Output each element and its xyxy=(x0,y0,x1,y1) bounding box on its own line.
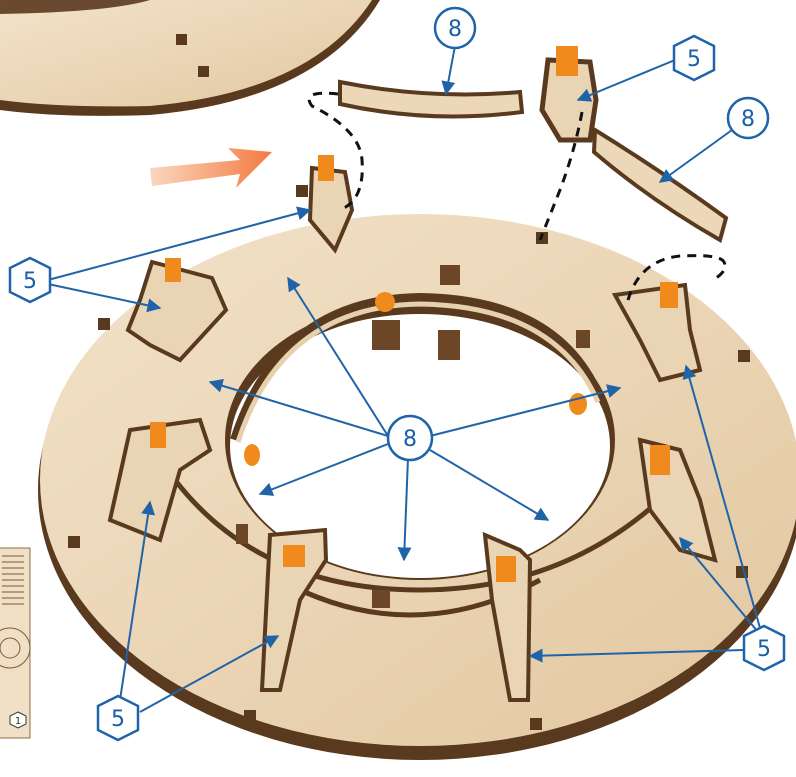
callout-8-center-label: 8 xyxy=(403,427,417,452)
parts-sheet-thumbnail: 1 xyxy=(0,547,31,739)
callout-8-right-label: 8 xyxy=(741,107,755,132)
callout-5-bottom-left-label: 5 xyxy=(111,707,125,732)
direction-arrow xyxy=(150,148,272,188)
dashed-guides xyxy=(307,91,727,301)
callout-5-bottom-right: 5 xyxy=(742,624,786,672)
callout-8-top: 8 xyxy=(433,6,477,50)
top-plate xyxy=(0,0,380,116)
callout-8-top-label: 8 xyxy=(448,17,462,42)
callout-8-right: 8 xyxy=(726,96,770,140)
callout-5-top-right: 5 xyxy=(672,34,716,82)
callout-8-center: 8 xyxy=(386,414,434,462)
leader-lines xyxy=(47,45,761,713)
callout-5-bottom-left: 5 xyxy=(96,694,140,742)
tower-pieces xyxy=(107,46,718,702)
thumbnail-page-badge: 1 xyxy=(15,716,21,727)
arc-wall-pieces xyxy=(338,79,729,244)
callout-5-bottom-right-label: 5 xyxy=(757,637,771,662)
callout-5-left-label: 5 xyxy=(23,269,37,294)
callout-5-top-right-label: 5 xyxy=(687,47,701,72)
callout-5-left: 5 xyxy=(8,256,52,304)
